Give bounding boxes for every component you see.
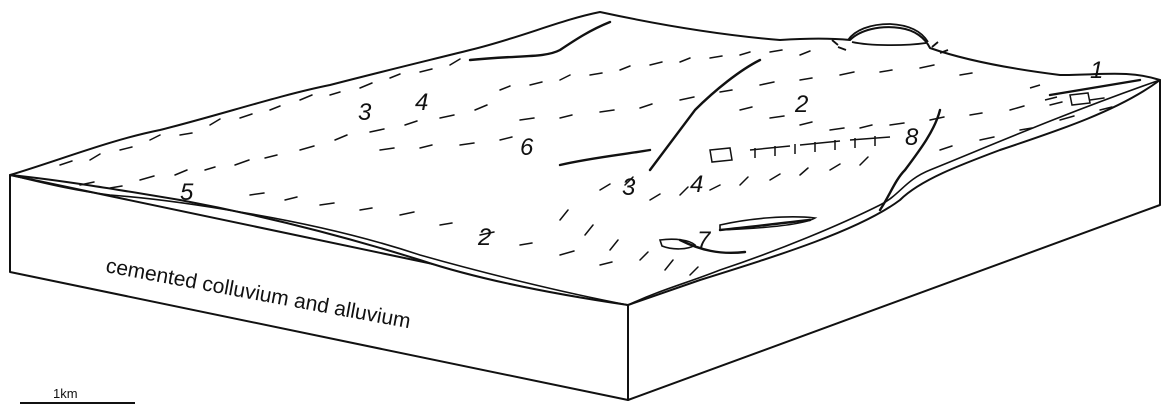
zone-label: 5 <box>180 179 194 206</box>
scale-label: 1km <box>53 386 78 401</box>
zone-label: 1 <box>1090 57 1103 84</box>
zone-label: 2 <box>477 224 491 251</box>
zone-label: 7 <box>697 227 712 254</box>
zone-label: 3 <box>622 174 636 201</box>
zone-label: 6 <box>520 134 534 161</box>
zone-label: 4 <box>690 171 703 198</box>
scale-bar: 1km <box>20 386 135 403</box>
zone-label: 3 <box>358 99 372 126</box>
block-body <box>10 12 1160 400</box>
zone-label: 8 <box>905 124 919 151</box>
zone-label: 2 <box>794 91 808 118</box>
zone-label: 4 <box>415 89 428 116</box>
